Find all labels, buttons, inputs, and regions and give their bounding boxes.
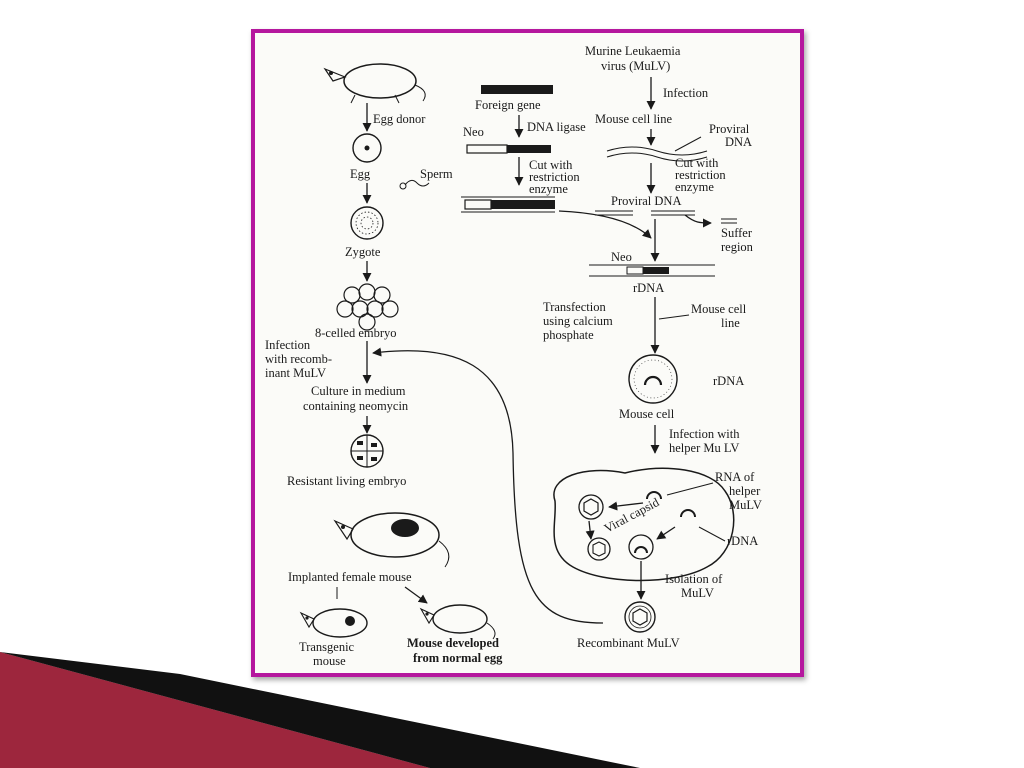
label-helper-1: Infection with	[669, 427, 740, 441]
label-zygote: Zygote	[345, 245, 381, 259]
sperm-head-icon	[399, 182, 407, 190]
mouse-icon	[299, 608, 368, 638]
gene-segment	[507, 145, 551, 153]
label-egg: Egg	[350, 167, 371, 181]
label-mouse-cell-line-top: Mouse cell line	[595, 112, 673, 126]
neo-segment	[626, 266, 644, 275]
label-cut-left-2: restriction	[529, 170, 580, 184]
capsid-with-rdna-icon	[628, 534, 654, 560]
label-infection-2: with recomb-	[265, 352, 332, 366]
label-resistant-embryo: Resistant living embryo	[287, 474, 406, 488]
viral-capsid-icon	[578, 494, 604, 520]
label-neo-top: Neo	[463, 125, 484, 139]
label-cut-left-1: Cut with	[529, 158, 573, 172]
label-murine-1: Murine Leukaemia	[585, 44, 681, 58]
label-rna-2: helper	[729, 484, 761, 498]
label-culture-2: containing neomycin	[303, 399, 409, 413]
return-arrow	[372, 347, 604, 624]
label-transgenic-1: Transgenic	[299, 640, 355, 654]
label-cut-right-3: enzyme	[675, 180, 714, 194]
sperm-icon	[404, 179, 430, 187]
label-infection-1: Infection	[265, 338, 311, 352]
pointer-line	[658, 314, 690, 320]
label-egg-donor: Egg donor	[373, 112, 426, 126]
label-rdna-big: rDNA	[727, 534, 758, 548]
neo-segment	[464, 199, 492, 210]
mouse-icon	[419, 604, 496, 640]
label-transfection-1: Transfection	[543, 300, 606, 314]
label-culture-1: Culture in medium	[311, 384, 406, 398]
label-helper-2: helper Mu LV	[669, 441, 739, 455]
arrow	[684, 214, 712, 228]
pointer-line	[698, 526, 726, 542]
label-infection-3: inant MuLV	[265, 366, 326, 380]
pointer-line	[666, 482, 714, 496]
label-murine-2: virus (MuLV)	[601, 59, 670, 73]
arrow	[585, 520, 595, 540]
label-transfection-2: using calcium	[543, 314, 613, 328]
egg-cell-icon	[352, 133, 382, 163]
label-foreign-gene: Foreign gene	[475, 98, 541, 112]
label-transfection-3: phosphate	[543, 328, 594, 342]
label-dna-ligase: DNA ligase	[527, 120, 586, 134]
label-implanted-female: Implanted female mouse	[288, 570, 412, 584]
viral-capsid-icon	[624, 601, 656, 633]
label-rdna-cell: rDNA	[713, 374, 744, 388]
arrow	[656, 526, 676, 540]
label-normal-2: from normal egg	[413, 651, 503, 665]
foreign-gene-bar	[481, 85, 553, 94]
label-cut-right-1: Cut with	[675, 156, 719, 170]
label-mouse-cell-line-mid-2: line	[721, 316, 740, 330]
mouse-icon	[323, 63, 426, 104]
label-mouse-cell: Mouse cell	[619, 407, 675, 421]
label-rna-1: RNA of	[715, 470, 755, 484]
label-sperm: Sperm	[420, 167, 453, 181]
label-proviral-1: Proviral	[709, 122, 750, 136]
label-infection-top: Infection	[663, 86, 709, 100]
label-eight-celled-embryo: 8-celled embryo	[315, 326, 397, 340]
label-viral-capsid: Viral capsid	[602, 495, 662, 536]
label-mouse-cell-line-mid-1: Mouse cell	[691, 302, 747, 316]
proviral-strand-icon	[606, 146, 708, 156]
label-suffer-1: Suffer	[721, 226, 753, 240]
cell-icon	[628, 354, 678, 404]
arrow	[558, 210, 652, 239]
gene-segment	[491, 200, 555, 209]
gene-segment	[643, 267, 669, 274]
label-cut-left-3: enzyme	[529, 182, 568, 196]
label-recombinant-mulv: Recombinant MuLV	[577, 636, 680, 650]
embryo-cluster-icon	[336, 283, 399, 331]
pointer-line	[674, 136, 702, 152]
label-proviral-dna: Proviral DNA	[611, 194, 681, 208]
label-isolation-1: Isolation of	[665, 572, 723, 586]
rdna-piece-icon	[634, 546, 648, 554]
resistant-embryo-icon	[350, 434, 384, 468]
label-proviral-2: DNA	[725, 135, 752, 149]
helper-rna-icon	[646, 491, 662, 500]
zygote-icon	[350, 206, 384, 240]
infected-cell-outline	[553, 467, 735, 582]
label-suffer-2: region	[721, 240, 754, 254]
diagram-frame: Egg donor Egg Sperm Zygote 8-ce	[251, 29, 804, 677]
label-rna-3: MuLV	[729, 498, 762, 512]
label-neo-mid: Neo	[611, 250, 632, 264]
rdna-piece-icon	[680, 509, 696, 518]
label-transgenic-2: mouse	[313, 654, 346, 668]
viral-capsid-icon	[587, 537, 611, 561]
arrow	[404, 586, 428, 604]
neo-segment	[466, 144, 508, 154]
transgenic-mouse-diagram: Egg donor Egg Sperm Zygote 8-ce	[265, 44, 762, 668]
label-isolation-2: MuLV	[681, 586, 714, 600]
mouse-icon	[333, 512, 450, 568]
label-normal-1: Mouse developed	[407, 636, 499, 650]
proviral-strand-icon	[606, 152, 708, 162]
label-rdna-mid: rDNA	[633, 281, 664, 295]
label-cut-right-2: restriction	[675, 168, 726, 182]
arrow	[608, 501, 644, 511]
